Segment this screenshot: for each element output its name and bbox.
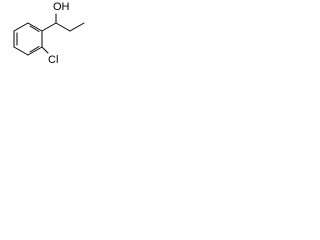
ring-double-bond <box>29 46 40 53</box>
hydroxyl-label: OH <box>53 1 70 13</box>
ring-double-bond <box>29 25 40 32</box>
ring-bond <box>27 46 43 56</box>
ethyl-bond <box>69 22 85 32</box>
ring-bond <box>13 46 29 56</box>
structure-canvas: OH Cl <box>0 0 90 74</box>
c1-bond <box>41 22 57 32</box>
ring-bond <box>27 22 43 32</box>
chlorine-label: Cl <box>48 54 58 66</box>
ethyl-bond <box>55 22 71 32</box>
ring-bond <box>13 22 29 32</box>
molecule-structure: OH Cl <box>13 1 85 66</box>
cl-bond <box>41 46 49 54</box>
